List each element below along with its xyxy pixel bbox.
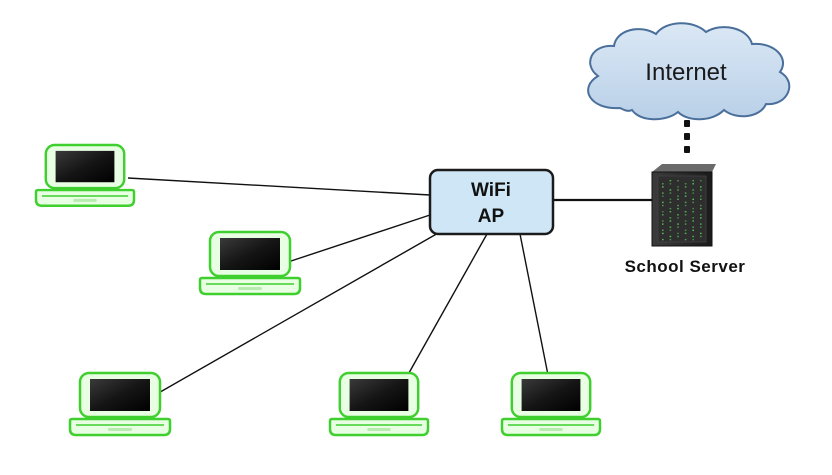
- laptop-icon: [68, 371, 172, 437]
- network-links: [127, 177, 656, 396]
- laptop-icon: [328, 371, 430, 437]
- link-laptop-3: [154, 231, 441, 396]
- internet-label: Internet: [645, 59, 727, 86]
- server-label: School Server: [625, 257, 746, 276]
- laptop-icon: [500, 371, 602, 437]
- link-laptop-4: [404, 233, 488, 381]
- link-laptop-2: [287, 214, 431, 263]
- link-laptop-5: [519, 233, 549, 376]
- school-server: School Server: [625, 164, 746, 276]
- server-tower-icon: [651, 164, 716, 247]
- wifi-access-point: WiFi AP: [428, 168, 555, 236]
- internet-link: [684, 120, 690, 153]
- internet-cloud: Internet: [587, 22, 791, 121]
- ap-label-line2: AP: [478, 206, 505, 227]
- cloud-icon: [587, 22, 791, 121]
- laptop-icon: [34, 143, 136, 207]
- ap-label-line1: WiFi: [471, 180, 511, 201]
- laptop-icon: [198, 230, 302, 296]
- link-laptop-1: [127, 177, 431, 196]
